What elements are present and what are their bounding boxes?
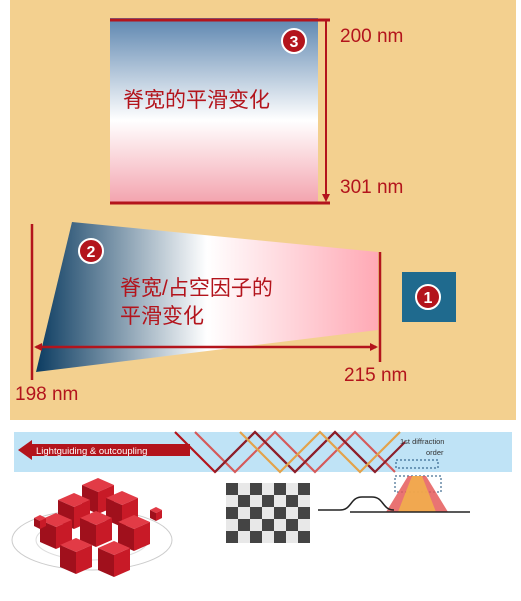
lightguiding-arrow	[18, 440, 190, 460]
trapezoid-gradient	[36, 222, 378, 372]
diffraction-label-2: order	[426, 448, 444, 457]
lightguiding-label: Lightguiding & outcoupling	[36, 446, 147, 457]
left-dimension-label: 198 nm	[15, 384, 79, 405]
waveguide-rays	[174, 430, 406, 474]
top-dimension-label: 200 nm	[340, 26, 404, 47]
badge-circle-3	[281, 28, 307, 54]
badge-2: 2	[87, 244, 96, 261]
square-gradient	[110, 18, 318, 204]
badge-1: 1	[424, 290, 433, 307]
badge-3: 3	[290, 34, 299, 51]
emission-cone-icon	[350, 475, 470, 513]
diffraction-label-1: 1st diffraction	[400, 437, 444, 446]
trapezoid-label-line2: 平滑变化	[120, 305, 204, 328]
trapezoid-label-line1: 脊宽/占空因子的	[120, 277, 273, 300]
grating-pattern	[395, 459, 439, 469]
bottom-dimension-label: 301 nm	[340, 177, 404, 198]
badge-circle-2	[78, 238, 104, 264]
right-dimension-label: 215 nm	[344, 365, 408, 386]
red-cubes-icon	[11, 478, 173, 577]
badge-circle-1	[415, 284, 441, 310]
grating-profile-icon	[318, 496, 395, 511]
square-label: 脊宽的平滑变化	[123, 89, 270, 112]
checkerboard-icon	[226, 483, 310, 543]
